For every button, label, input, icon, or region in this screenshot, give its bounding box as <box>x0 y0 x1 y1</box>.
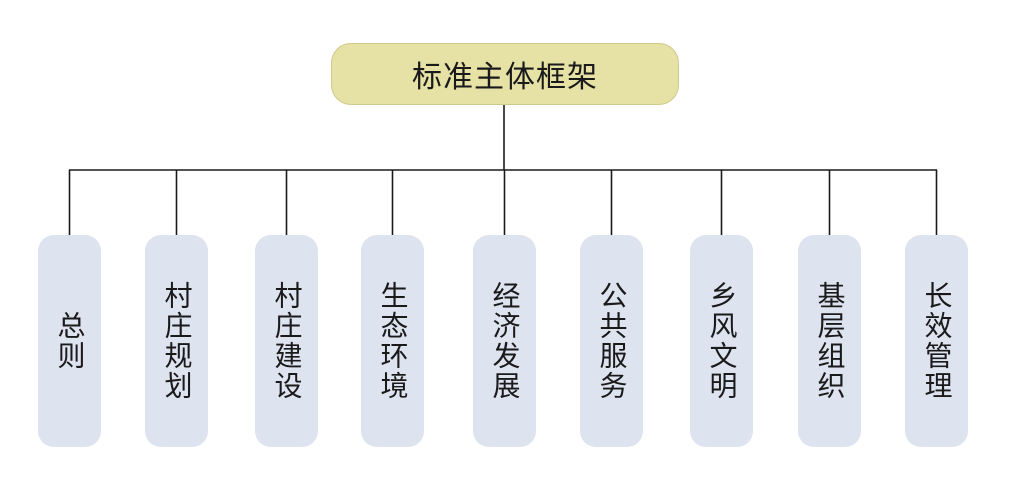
child-label: 基层组织 <box>813 281 847 401</box>
child-label: 乡风文明 <box>705 281 739 401</box>
child-node-grassroots-organization: 基层组织 <box>798 235 861 447</box>
child-node-long-term-management: 长效管理 <box>905 235 968 447</box>
child-node-rural-civility: 乡风文明 <box>690 235 753 447</box>
child-label: 长效管理 <box>920 281 954 401</box>
child-node-ecological-environment: 生态环境 <box>361 235 424 447</box>
child-label: 村庄建设 <box>270 281 304 401</box>
child-label: 村庄规划 <box>160 281 194 401</box>
root-label: 标准主体框架 <box>412 60 598 95</box>
child-node-economic-development: 经济发展 <box>473 235 536 447</box>
child-node-village-construction: 村庄建设 <box>255 235 318 447</box>
child-node-public-services: 公共服务 <box>580 235 643 447</box>
child-label: 经济发展 <box>488 281 522 401</box>
branch-drops <box>68 170 938 235</box>
child-label: 总则 <box>53 311 87 371</box>
child-node-village-planning: 村庄规划 <box>145 235 208 447</box>
child-label: 生态环境 <box>376 281 410 401</box>
child-node-general: 总则 <box>38 235 101 447</box>
child-label: 公共服务 <box>595 281 629 401</box>
root-node: 标准主体框架 <box>331 43 679 105</box>
